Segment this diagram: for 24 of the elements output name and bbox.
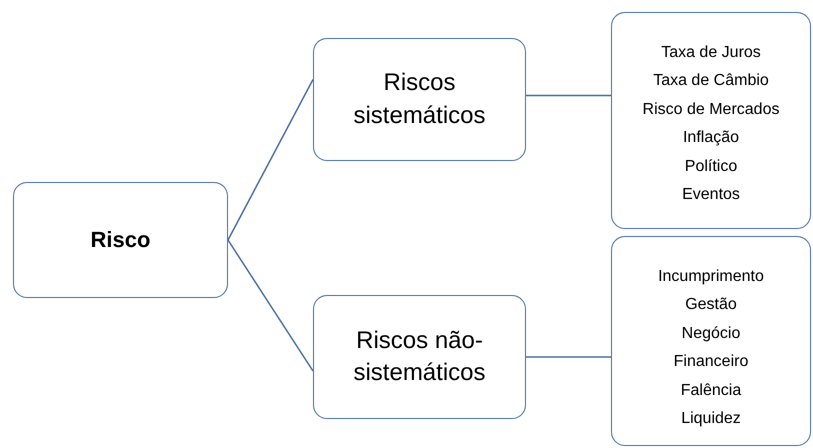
list-item: Eventos (682, 185, 740, 206)
node-label: Riscos não-sistemáticos (352, 326, 487, 388)
list-item: Taxa de Câmbio (653, 71, 769, 92)
list-box (611, 12, 811, 229)
concept-box (13, 182, 228, 298)
connector-line (227, 240, 314, 372)
node-label: Risco (90, 226, 150, 254)
list-item: Político (684, 156, 738, 177)
list-item: Falência (680, 380, 742, 401)
concept-box (313, 295, 526, 419)
list-item: Negócio (682, 324, 740, 344)
list-box (611, 236, 811, 446)
list-item: Incumprimento (658, 267, 764, 287)
list-item: Inflação (682, 128, 740, 148)
connector-line (526, 94, 611, 96)
list-item: Risco de Mercados (642, 100, 780, 120)
list-item: Liquidez (681, 409, 741, 430)
connector-line (227, 79, 314, 240)
node-label: Riscos sistemáticos (352, 68, 487, 130)
list-item: Taxa de Juros (661, 43, 761, 63)
list-item: Financeiro (674, 352, 748, 372)
list-item: Gestão (685, 295, 737, 316)
connector-line (526, 356, 611, 358)
concept-box (313, 38, 526, 161)
